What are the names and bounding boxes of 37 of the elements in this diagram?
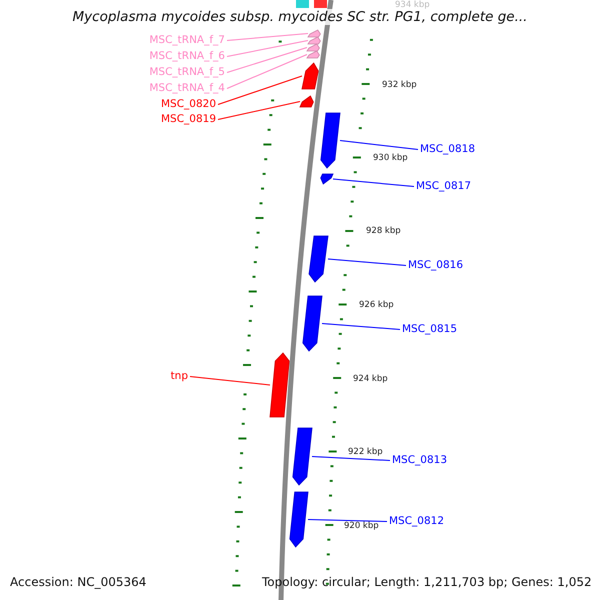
gene-label: MSC_0817 <box>416 180 472 193</box>
scale-label: 926 kbp <box>359 300 394 310</box>
scale-label: 922 kbp <box>348 447 383 457</box>
scale-label: 932 kbp <box>382 80 417 90</box>
gene-label: MSC_tRNA_f_7 <box>149 34 225 47</box>
footer-text: Topology: circular; Length: 1,211,703 bp; Genes: 1,052 <box>262 575 592 590</box>
gene-label: MSC_0812 <box>389 515 444 528</box>
gene-label: tnp <box>170 370 188 383</box>
footer-text: Accession: NC_005364 <box>10 575 146 590</box>
leader-line <box>340 140 418 150</box>
scale-label: 928 kbp <box>366 226 401 236</box>
leader-line <box>312 456 390 461</box>
gene-label: MSC_0813 <box>392 454 448 467</box>
leader-line <box>328 258 406 266</box>
scale-label: 934 kbp <box>395 0 430 10</box>
leader-line <box>308 519 388 522</box>
scale-label: 924 kbp <box>353 374 388 384</box>
leader-line <box>226 47 308 73</box>
leader-line <box>322 323 400 330</box>
gene-label: MSC_tRNA_f_5 <box>149 66 225 79</box>
gene-label: MSC_0819 <box>160 113 216 126</box>
gene-label: MSC_tRNA_f_4 <box>149 82 225 95</box>
gene-label: MSC_0815 <box>402 323 458 336</box>
leader-line <box>190 376 270 386</box>
leader-line <box>226 40 308 57</box>
leader-line <box>332 178 414 187</box>
gene-label: MSC_0818 <box>420 143 476 156</box>
leader-line <box>226 33 308 41</box>
leader-line <box>218 101 300 120</box>
scale-label: 920 kbp <box>344 521 379 531</box>
gene-label: MSC_0816 <box>408 259 464 272</box>
gene-label: MSC_0820 <box>160 98 216 111</box>
leader-line <box>218 76 302 105</box>
gene-label: MSC_tRNA_f_6 <box>149 50 225 63</box>
leader-line <box>226 54 308 89</box>
map-title: Mycoplasma mycoides subsp. mycoides SC str. PG1, complete ge... <box>72 9 528 25</box>
scale-label: 930 kbp <box>373 153 408 163</box>
